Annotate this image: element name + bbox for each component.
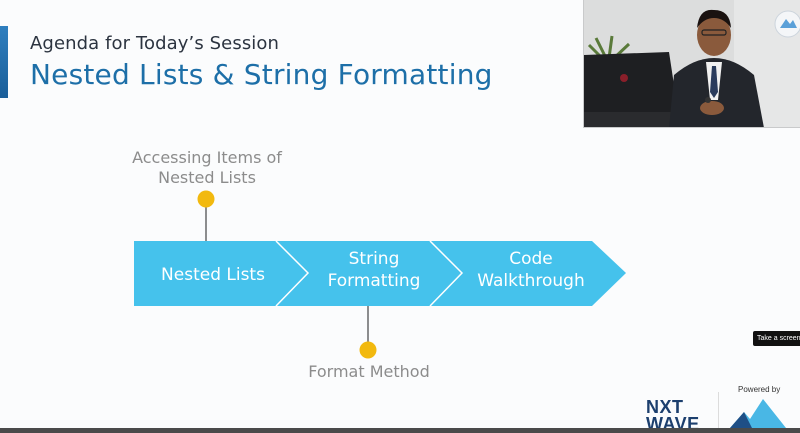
title-accent-bar [0, 26, 12, 98]
step-nested-lists: Nested Lists [140, 264, 286, 286]
mountain-logo-icon [730, 399, 786, 428]
step-code-walkthrough-line1: Code [509, 249, 553, 269]
bottom-annotation: Format Method [308, 362, 430, 381]
slide-subtitle: Agenda for Today’s Session [30, 33, 280, 54]
slide-title: Nested Lists & String Formatting [30, 58, 493, 91]
process-arrow [134, 241, 626, 306]
chevron-separator-2 [429, 240, 464, 307]
chevron-separator-1 [275, 240, 310, 307]
bottom-frame-line [0, 428, 800, 433]
step-code-walkthrough: Code Walkthrough [456, 248, 606, 292]
step-string-formatting: String Formatting [300, 248, 448, 292]
top-annotation-line2: Nested Lists [158, 168, 256, 187]
step-string-formatting-line1: String [348, 249, 400, 269]
presenter-video [583, 0, 800, 128]
bottom-annotation-dot [359, 341, 377, 359]
screenshot-tooltip[interactable]: Take a screenshot [753, 331, 800, 346]
step-string-formatting-line2: Formatting [327, 271, 421, 291]
top-annotation-line1: Accessing Items of [132, 148, 282, 167]
step-nested-lists-label: Nested Lists [161, 265, 265, 285]
branding-divider [718, 392, 719, 428]
presenter-video-frame [584, 0, 800, 127]
top-annotation: Accessing Items of Nested Lists [118, 148, 296, 188]
logo-line1: NXT [646, 397, 684, 417]
top-annotation-dot [197, 190, 215, 208]
powered-by-label: Powered by [738, 385, 781, 394]
step-code-walkthrough-line2: Walkthrough [477, 271, 585, 291]
